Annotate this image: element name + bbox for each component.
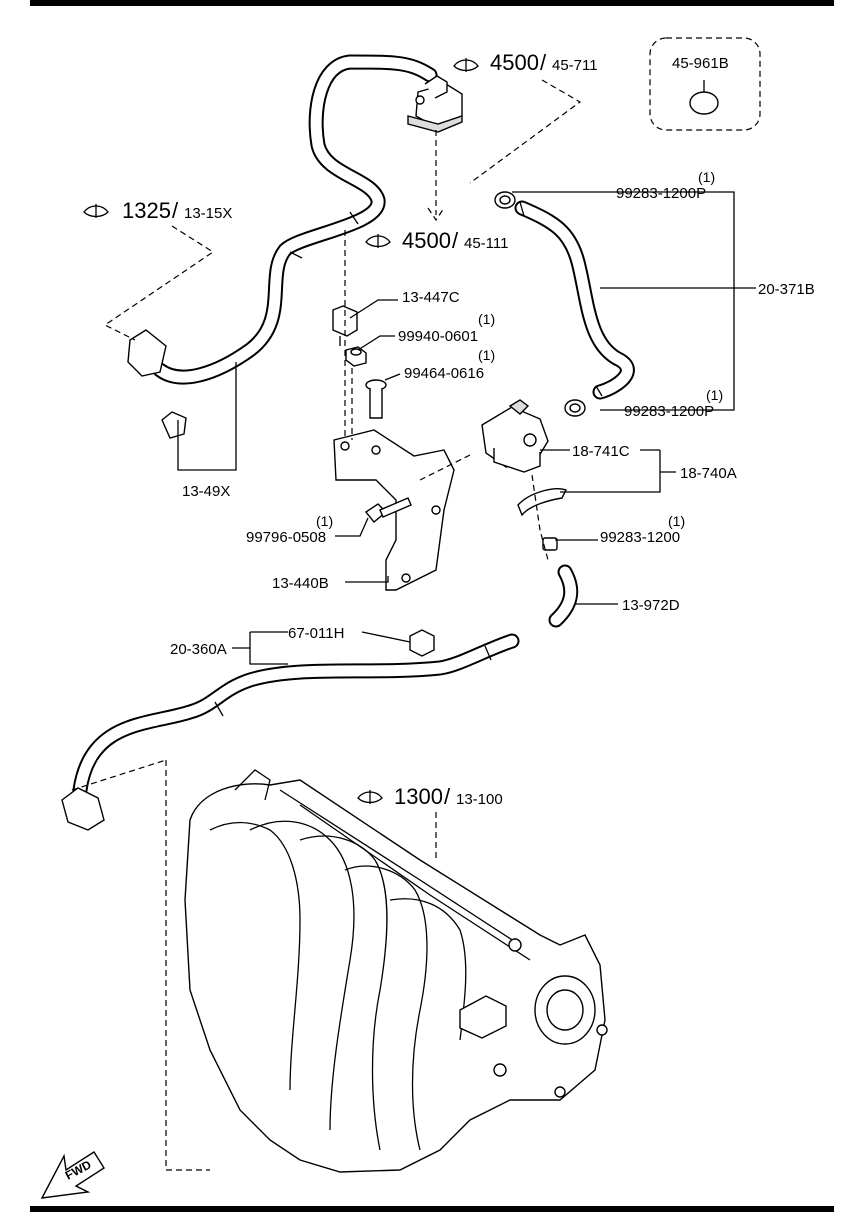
qty-99283-1200P-a: (1) — [698, 169, 715, 185]
qty-99283-1200P-b: (1) — [706, 387, 723, 403]
ref-4500-mid-number: 4500 — [402, 228, 451, 253]
hose-right-20-371B — [514, 200, 635, 400]
part-67-011H-label: 67-011H — [288, 625, 344, 642]
part-20-371B-label: 20-371B — [758, 281, 815, 298]
ref-1325-sub: 13-15X — [184, 205, 232, 222]
clip-99283-1200 — [542, 537, 558, 551]
hose-upper-left — [152, 54, 438, 385]
qty-99283-1200: (1) — [668, 513, 685, 529]
clip-99283-1200P-bottom — [564, 399, 586, 417]
leader-lines — [177, 191, 756, 665]
part-99283-1200-label: 99283-1200 — [600, 529, 680, 546]
book-icon — [83, 58, 479, 804]
qty-99464-0616: (1) — [478, 347, 495, 363]
ref-1300-number: 1300 — [394, 784, 443, 809]
hose-lower-20-360A — [72, 633, 520, 798]
svg-text:/: / — [540, 50, 547, 75]
intake-manifold-1300 — [184, 769, 608, 1173]
clamp-67-011H — [409, 629, 435, 657]
part-18-741C-label: 18-741C — [572, 443, 630, 460]
clip-99283-1200P-top — [494, 191, 516, 209]
fitting-13-49X — [127, 329, 187, 439]
svg-text:/: / — [444, 784, 451, 809]
nut-99940-0601 — [345, 346, 367, 367]
bolt-99796-0508 — [364, 497, 412, 523]
ref-1300-sub: 13-100 — [456, 791, 503, 808]
grommet-45-961B — [649, 37, 761, 131]
solenoid-valve-45-711 — [407, 75, 463, 133]
svg-text:/: / — [172, 198, 179, 223]
ref-4500-top-number: 4500 — [490, 50, 539, 75]
reference-lines — [71, 79, 582, 1171]
insulator-18-740A — [517, 488, 567, 517]
qty-99940-0601: (1) — [478, 311, 495, 327]
part-18-740A-label: 18-740A — [680, 465, 737, 482]
part-13-49X-label: 13-49X — [182, 483, 230, 500]
part-99283-1200P-a-label: 99283-1200P — [616, 185, 706, 202]
ref-1325-number: 1325 — [122, 198, 171, 223]
part-99464-0616-label: 99464-0616 — [404, 365, 484, 382]
part-45-961B-label: 45-961B — [672, 55, 729, 72]
ref-4500-mid-sub: 45-111 — [464, 235, 508, 252]
part-99283-1200P-b-label: 99283-1200P — [624, 403, 714, 420]
svg-text:/: / — [452, 228, 459, 253]
ref-4500-top-sub: 45-711 — [552, 57, 598, 74]
purge-solenoid-18-741C — [481, 399, 549, 473]
hose-13-972D — [548, 564, 579, 628]
fwd-arrow-icon: FWD — [40, 1151, 105, 1199]
qty-99796-0508: (1) — [316, 513, 333, 529]
top-border — [30, 0, 834, 6]
part-20-360A-label: 20-360A — [170, 641, 227, 658]
part-99796-0508-label: 99796-0508 — [246, 529, 326, 546]
bracket-13-440B — [333, 429, 455, 591]
part-99940-0601-label: 99940-0601 — [398, 328, 478, 345]
part-13-440B-label: 13-440B — [272, 575, 329, 592]
part-13-972D-label: 13-972D — [622, 597, 680, 614]
bolt-99464-0616 — [365, 379, 387, 419]
fitting-lower-left — [61, 787, 105, 831]
part-13-447C-label: 13-447C — [402, 289, 460, 306]
bottom-border — [30, 1206, 834, 1212]
